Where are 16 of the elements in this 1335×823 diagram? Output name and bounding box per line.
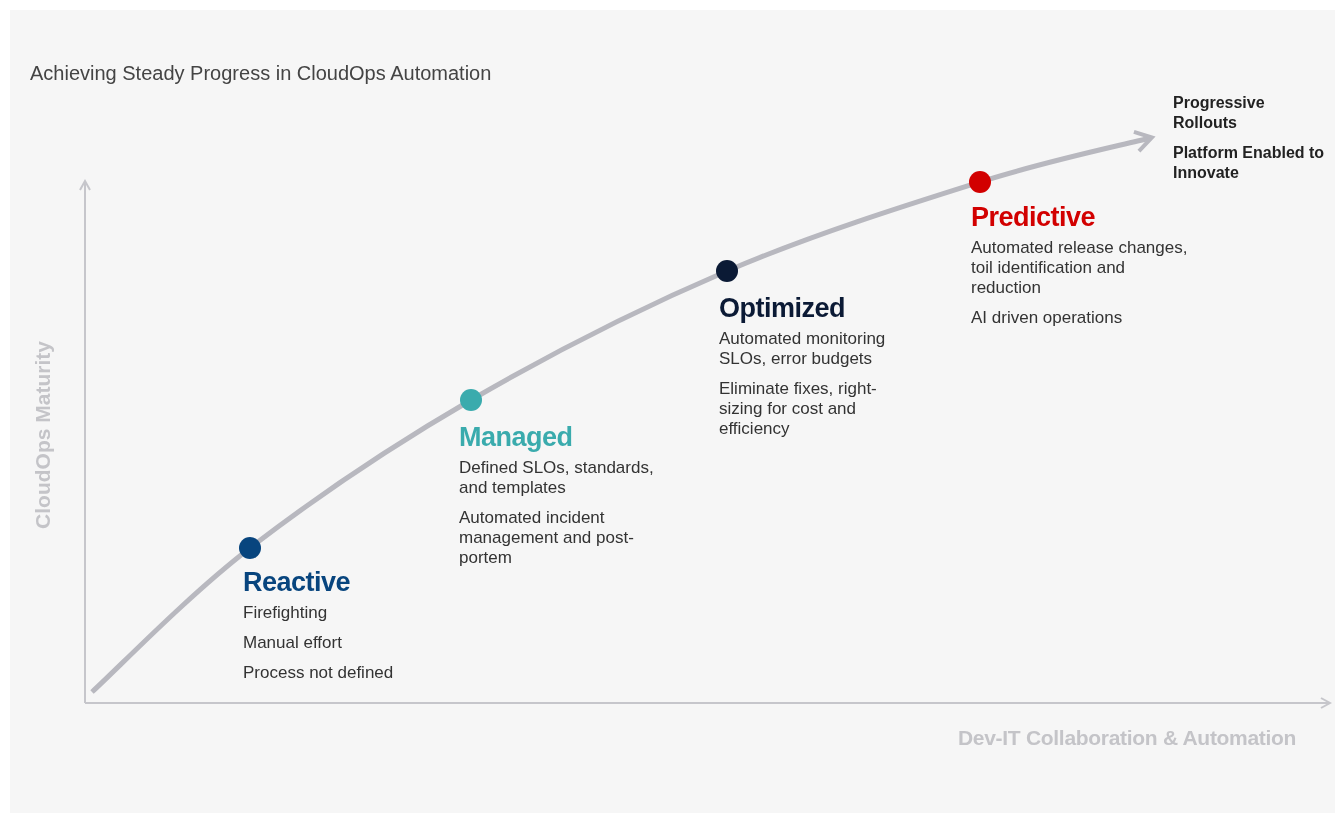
stage-description: Firefighting [243,603,329,623]
stage-heading: Predictive [971,202,1097,232]
stage-description: Defined SLOs, standards, and templates [459,458,655,498]
stage-description: Eliminate fixes, right-sizing for cost and efficiency [719,379,878,439]
outcome-label: Progressive Rollouts [1173,93,1266,133]
stage-heading: Optimized [719,293,846,323]
stage-description: AI driven operations [971,308,1124,328]
outcome-label: Platform Enabled to Innovate [1173,143,1326,183]
stage-heading: Reactive [243,567,352,597]
chart-title: Achieving Steady Progress in CloudOps Automation [30,62,492,85]
stage-description: Automated monitoring SLOs, error budgets [719,329,887,369]
stage-description: Process not defined [243,663,395,683]
stage-heading: Managed [459,422,574,452]
stage-description: Automated incident management and post-portem [459,508,635,568]
stage-description: Manual effort [243,633,343,653]
stage-description: Automated release changes, toil identification and reduction [971,238,1189,298]
